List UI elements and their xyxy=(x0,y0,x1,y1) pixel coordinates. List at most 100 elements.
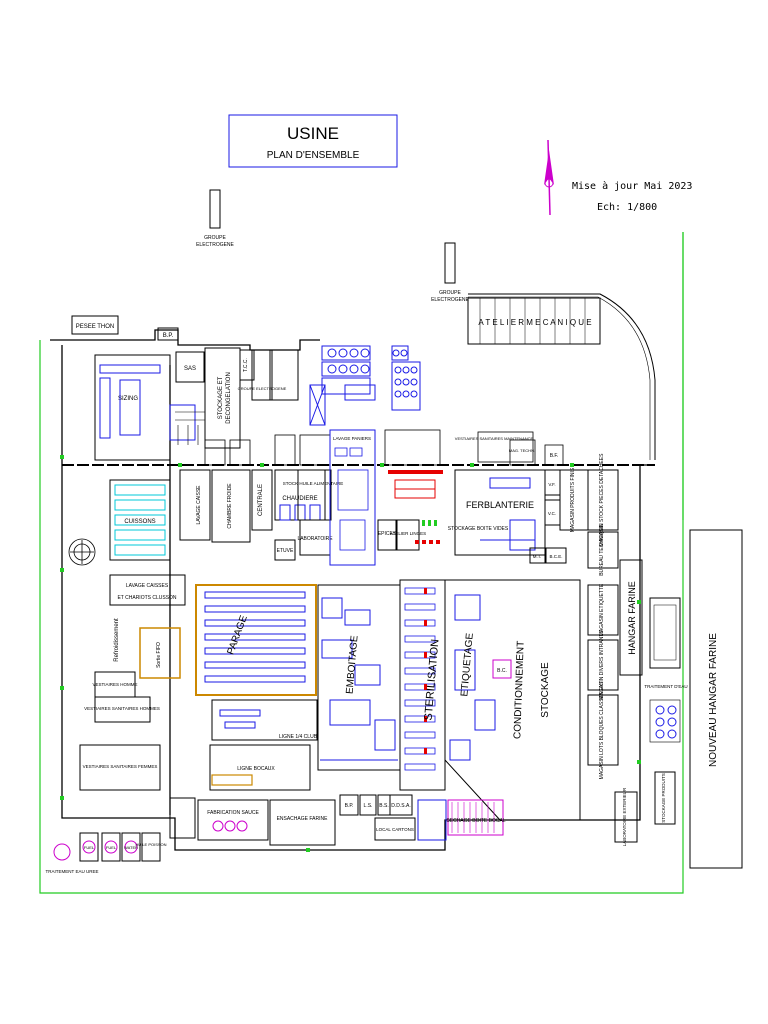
sechage-label: SECHAGE BOITE BOCAL xyxy=(446,818,505,824)
storage-tanks xyxy=(309,345,421,426)
bf-label: B.F. xyxy=(550,453,559,459)
sterilisation-label: STERILISATION xyxy=(422,638,441,720)
parage: PARAGE xyxy=(195,584,317,696)
centrale-label: CENTRALE xyxy=(258,484,264,516)
plan-title: USINE xyxy=(287,124,339,143)
atelier-mecanique: A T E L I E R M E C A N I Q U E xyxy=(467,293,656,460)
bc-label: B.C. xyxy=(497,668,507,674)
ls-label: L.S. xyxy=(364,803,373,809)
pesee-thon xyxy=(71,315,119,335)
north-arrow-icon xyxy=(544,139,554,216)
title-block: USINE PLAN D'ENSEMBLE xyxy=(228,114,398,168)
ferblanterie-label: FERBLANTERIE xyxy=(466,500,534,510)
magasin-lots-label: MAGASIN LOTS BLOQUES CLASSES EXT xyxy=(599,681,605,780)
process-rooms: LAVAGE CAISSE CHAMBRE FROIDE CENTRALE CH… xyxy=(179,429,426,566)
sortie-fifo-label: Sortie FIFO xyxy=(156,642,162,668)
ligne-bocaux-label: LIGNE BOCAUX xyxy=(237,766,275,772)
vestiaires-sanit-homme-label: VESTIAIRES SANITAIRES HOMMES xyxy=(84,706,160,711)
gazoil-label: FUEL xyxy=(106,845,117,850)
lignes: LIGNE 1/4 CLUB LIGNE BOCAUX xyxy=(209,699,318,791)
mt-label: M.T. xyxy=(533,554,542,559)
sterilisation: STERILISATION xyxy=(399,579,446,791)
local-cartons-label: LOCAL CARTONS xyxy=(376,827,414,832)
nouveau-hangar xyxy=(689,529,743,869)
generator-1-label: GROUPE xyxy=(204,235,226,241)
generator-1-label-2: ELECTROGENE xyxy=(196,242,234,248)
vestiaires-maint-label: VESTIAIRES SANITAIRES MAINTENANCE xyxy=(455,436,534,441)
scale-label: Ech: 1/800 xyxy=(597,202,657,213)
bce-label: B.C.E. xyxy=(549,554,562,559)
chambre-froide-label: CHAMBRE FROIDE xyxy=(227,483,233,529)
stockage-main-label: STOCKAGE xyxy=(540,662,551,718)
site-boundary xyxy=(39,232,684,894)
laboratoire-ext-label: LABORATOIRE EXTERIEUR xyxy=(622,787,627,846)
magasin-produits-label: MAGASIN PRODUITS FINIS xyxy=(570,467,576,532)
laboratoire-label: LABORATOIRE xyxy=(297,536,333,542)
right-magasins: V.F. V.C. M.T. B.C.E. MAGASIN PRODUITS F… xyxy=(529,453,643,780)
vestiaires-homme-label: VESTIAIRES HOMME xyxy=(92,682,137,687)
fire-points xyxy=(60,455,641,852)
bs-label: B.S. xyxy=(379,803,388,809)
building-outline xyxy=(50,329,655,851)
chariots-label: ET CHARIOTS CLUSSON xyxy=(117,595,176,601)
emboitage: EMBOITAGE xyxy=(317,584,401,771)
generator-2-label-2: ELECTROGENE xyxy=(431,297,469,303)
magasin-pieces-label: MAGASIN STOCK PIECES DETACHEES xyxy=(599,453,605,547)
generator-1 xyxy=(209,189,221,229)
upper-service-block: SAS STOCKAGE ET DECONGELATION T.C.C. GRO… xyxy=(94,347,299,461)
huile-label: HUILE POISSON xyxy=(135,842,166,847)
water-label: WATER xyxy=(124,845,138,850)
sas-label: SAS xyxy=(184,366,196,372)
lavage-caisse-label: LAVAGE CAISSE xyxy=(196,485,202,525)
generator-2 xyxy=(444,242,456,284)
stockage-label: STOCKAGE ET xyxy=(218,376,224,419)
hangar-farine-label: HANGAR FARINE xyxy=(627,581,637,655)
ddsa-label: D.D.S.A. xyxy=(391,803,410,809)
atelier-mecanique-label: A T E L I E R M E C A N I Q U E xyxy=(478,318,591,327)
tcc-label: T.C.C. xyxy=(243,358,249,372)
magasin-etiquette-label: MAGASIN ETIQUETTE xyxy=(599,583,605,636)
left-column-rooms: LAVAGE CAISSES ET CHARIOTS CLUSSON Refro… xyxy=(79,574,186,791)
vf-label: V.F. xyxy=(548,482,555,487)
conditionnement-area: B.C. ETIQUETAGE CONDITIONNEMENT STOCKAGE xyxy=(444,579,581,821)
etiquetage-label: ETIQUETAGE xyxy=(459,632,476,697)
emboitage-label: EMBOITAGE xyxy=(344,635,360,695)
fuel-label: FUEL xyxy=(84,845,95,850)
ferblanterie: FERBLANTERIE STOCKAGE BOITE VIDES xyxy=(448,469,546,556)
traitement-uree-label: TRAITEMENT EAU UREE xyxy=(46,869,99,874)
fabrication-sauce-label: FABRICATION SAUCE xyxy=(207,810,259,816)
bp-top-label: B.P. xyxy=(163,333,174,339)
lavage-caisses-label: LAVAGE CAISSES xyxy=(126,583,169,589)
nouveau-hangar-label: NOUVEAU HANGAR FARINE xyxy=(708,633,719,767)
ensachage-label: ENSACHAGE FARINE xyxy=(277,816,329,822)
magasin-intrants-label: MAGASIN DIVERS INTRANTS xyxy=(599,630,605,700)
etuve-label: ETUVE xyxy=(277,548,294,554)
vc-label: V.C. xyxy=(548,511,556,516)
sizing-label: SIZING xyxy=(118,396,138,402)
stockage-boite-label: STOCKAGE BOITE VIDES xyxy=(448,526,509,532)
stock-huile-label: STOCK HUILE ALIMENTAIRE xyxy=(283,481,344,486)
vestiaires-femme-label: VESTIAIRES SANITAIRES FEMMES xyxy=(83,764,158,769)
chaudiere-label: CHAUDIERE xyxy=(282,496,317,502)
decongelation-label: DECONGELATION xyxy=(226,372,232,424)
cuissons: CUISSONS xyxy=(109,479,171,561)
round-tank-icon xyxy=(68,538,96,566)
ligne-club-label: LIGNE 1/4 CLUB xyxy=(279,734,318,740)
mag-techn-label: MAG. TECHN. xyxy=(509,448,535,453)
water-treatment: TRAITEMENT D'EAU STOCKAGE PRODUITS LABOR… xyxy=(614,597,688,846)
pesee-thon-label: PESEE THON xyxy=(76,324,115,330)
stockage-bac-label: STOCKAGE PRODUITS xyxy=(661,773,666,822)
atelier-linge-label: ATELIER LINGES xyxy=(390,531,426,536)
bureau-tech-label: BUREAU TECHNIQUE xyxy=(599,524,605,576)
bottom-strip: FABRICATION SAUCE ENSACHAGE FARINE B.P. … xyxy=(169,794,506,846)
conditionnement-label: CONDITIONNEMENT xyxy=(512,641,526,740)
generator-2-label: GROUPE xyxy=(439,290,461,296)
outdoor-tanks: FUEL FUEL WATER HUILE POISSON TRAITEMENT… xyxy=(46,832,167,874)
bp-bottom-label: B.P. xyxy=(345,803,354,809)
lavage-paniers-label: LAVAGE PANIERS xyxy=(333,436,371,441)
red-equipment xyxy=(388,470,443,544)
plan-subtitle: PLAN D'ENSEMBLE xyxy=(267,150,360,161)
bp-top xyxy=(157,327,179,341)
update-date: Mise à jour Mai 2023 xyxy=(572,180,692,192)
